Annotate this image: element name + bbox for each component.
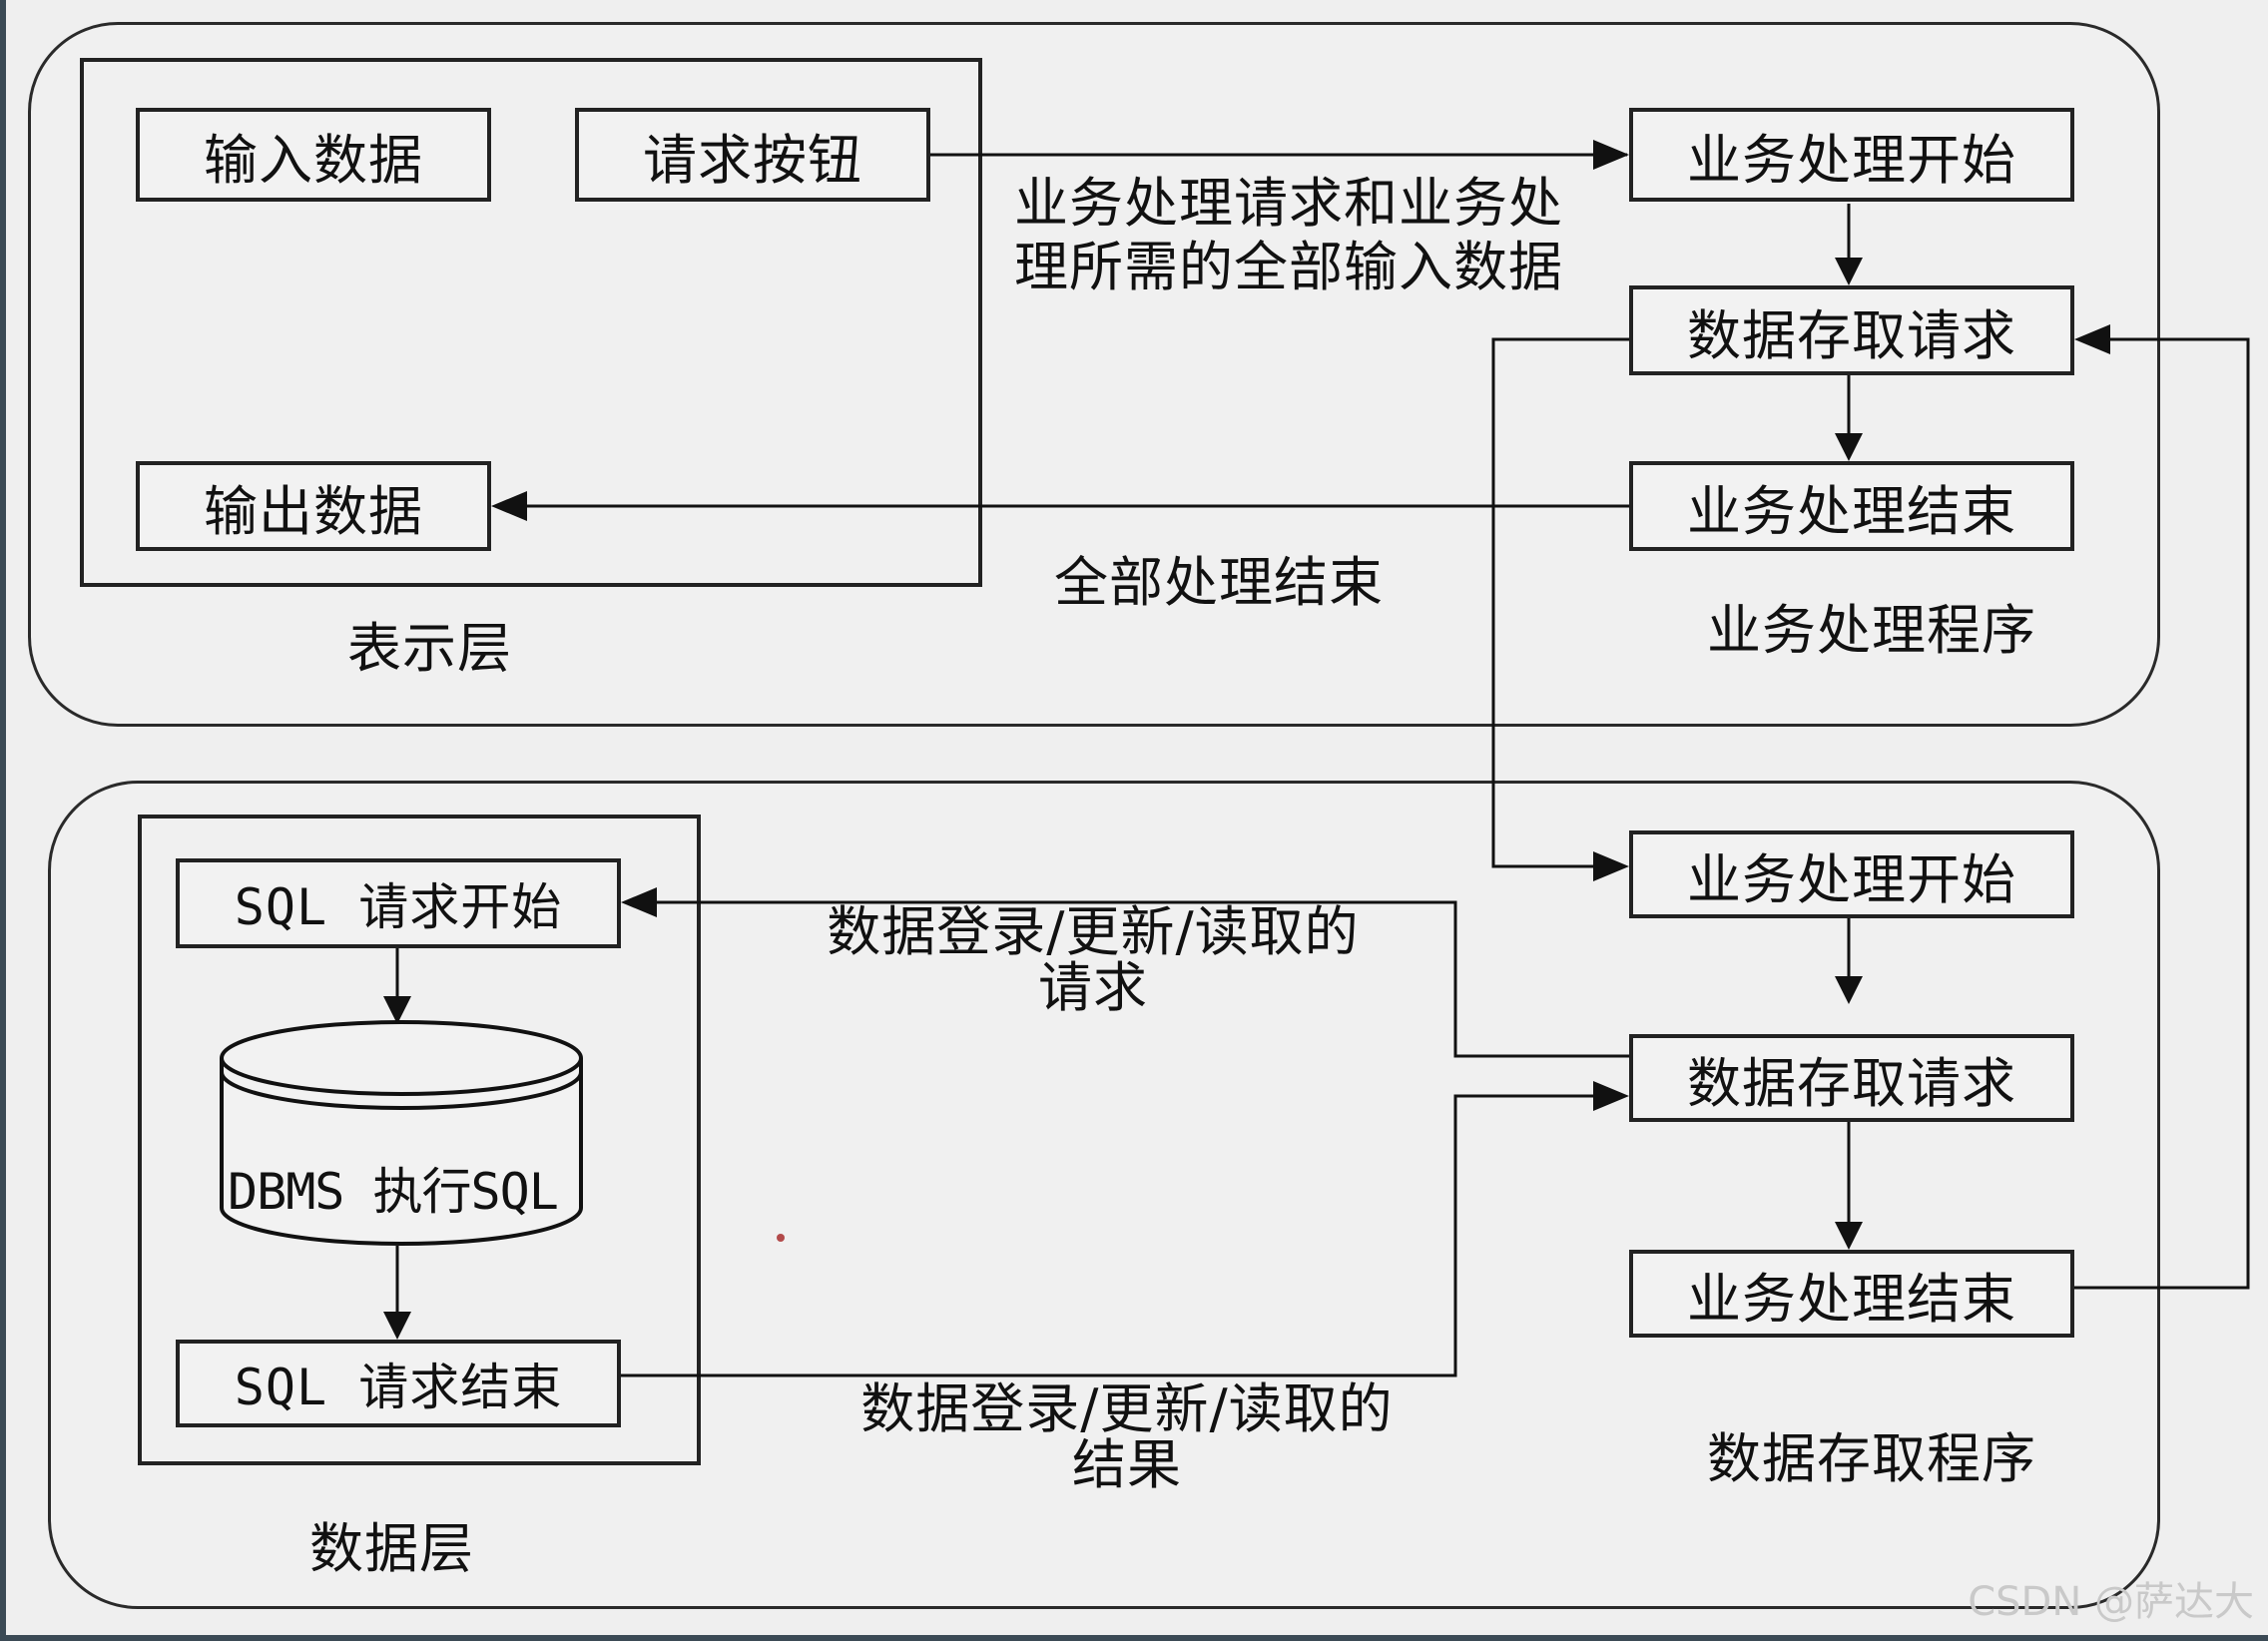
bottom-edge [0, 1635, 2268, 1641]
db-result-line2: 结果 [1072, 1433, 1182, 1496]
db-result-annotation: 数据登录/更新/读取的 结果 [843, 1381, 1412, 1493]
output-data-box: 输出数据 [136, 461, 491, 551]
dbms-label: DBMS 执行SQL [228, 1163, 559, 1221]
input-data-box: 输入数据 [136, 108, 491, 202]
data-layer-frame [138, 815, 701, 1465]
business-program-label: 业务处理程序 [1707, 599, 2036, 662]
db-request-line1: 数据登录/更新/读取的 [827, 900, 1360, 963]
arrow-sql-end-to-dap-dar [621, 1094, 1617, 1377]
business-end-box: 业务处理结束 [1629, 461, 2074, 551]
dap-start-box: 业务处理开始 [1629, 830, 2074, 918]
dap-data-access-box: 数据存取请求 [1629, 1034, 2074, 1122]
request-annotation-line1: 业务处理请求和业务处 [1014, 172, 1563, 235]
db-request-line2: 请求 [1038, 956, 1148, 1019]
data-access-program-label: 数据存取程序 [1707, 1427, 2036, 1490]
sql-start-box: SQL 请求开始 [176, 858, 621, 948]
presentation-layer-label: 表示层 [347, 617, 512, 680]
stray-dot [777, 1234, 785, 1242]
left-edge [0, 0, 6, 1641]
request-button[interactable]: 请求按钮 [575, 108, 930, 202]
arrow-dap-end-to-biz-dar [2074, 337, 2250, 1290]
request-annotation-line2: 理所需的全部输入数据 [1014, 236, 1563, 298]
business-start-box: 业务处理开始 [1629, 108, 2074, 202]
sql-end-box: SQL 请求结束 [176, 1340, 621, 1427]
all-done-annotation: 全部处理结束 [1054, 551, 1384, 614]
arrow-dar-to-dap-start [1491, 337, 1629, 868]
business-data-access-box: 数据存取请求 [1629, 285, 2074, 375]
watermark: CSDN @萨达大 [1968, 1579, 2254, 1625]
database-cylinder [220, 1020, 583, 1246]
data-layer-label: 数据层 [309, 1517, 474, 1580]
arrow-dap-dar-to-sql-start [639, 900, 1629, 1058]
db-result-line1: 数据登录/更新/读取的 [860, 1377, 1394, 1440]
db-request-annotation: 数据登录/更新/读取的 请求 [809, 904, 1378, 1016]
presentation-frame [80, 58, 982, 587]
dap-end-box: 业务处理结束 [1629, 1250, 2074, 1338]
